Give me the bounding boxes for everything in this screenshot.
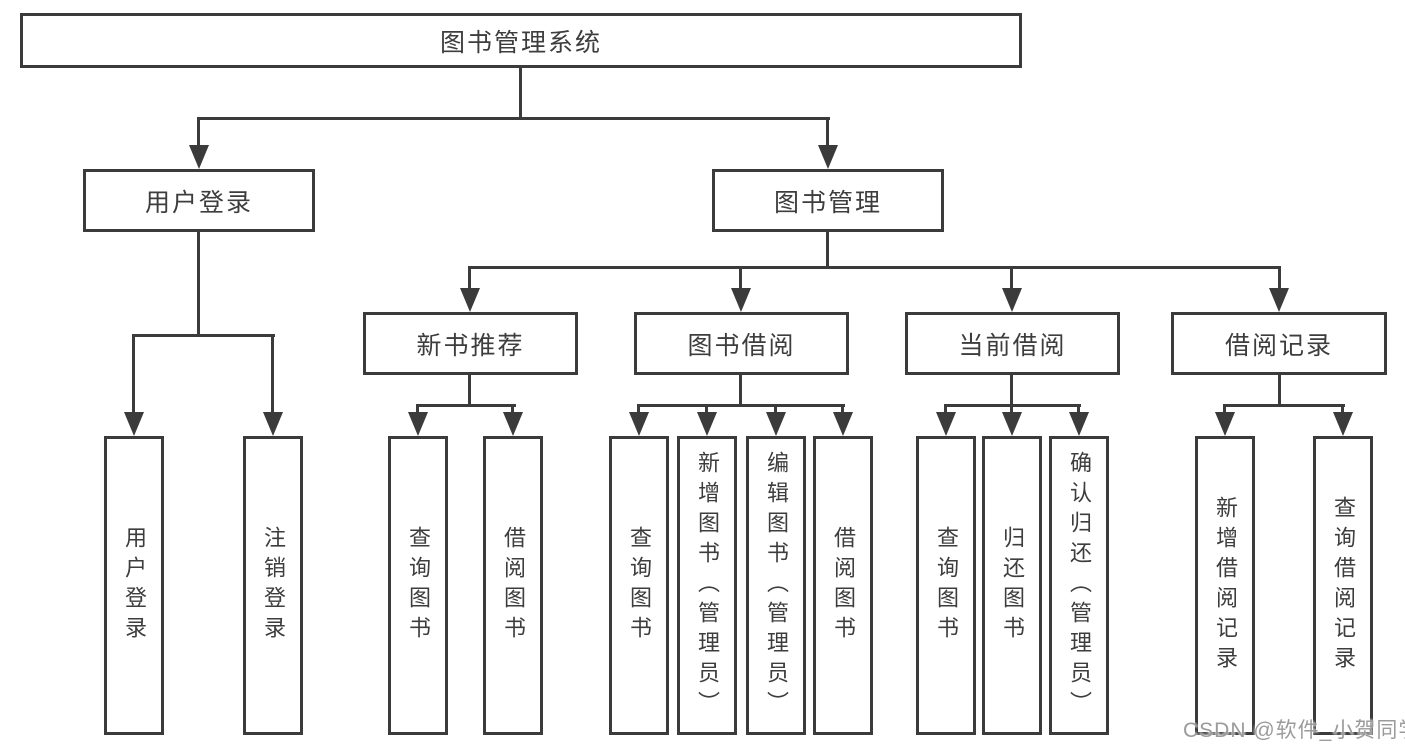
connector-line: [826, 117, 829, 149]
arrow-down-icon: [697, 412, 717, 436]
leaf-label: 新增借阅记录: [1213, 495, 1238, 676]
watermark: CSDN @软件_小贺同学: [1183, 719, 1405, 742]
leaf-label: 借阅图书: [831, 525, 856, 646]
connector-line: [637, 404, 640, 416]
connector-line: [826, 230, 829, 269]
connector-line: [1278, 266, 1281, 292]
arrow-down-icon: [731, 288, 751, 312]
arrow-down-icon: [1069, 412, 1089, 436]
leaf-label: 查询图书: [406, 525, 431, 646]
arrow-down-icon: [629, 412, 649, 436]
connector-line: [739, 373, 742, 407]
arrow-down-icon: [1002, 288, 1022, 312]
connector-line: [1010, 373, 1013, 407]
node-book-management: 图书管理: [712, 169, 944, 232]
arrow-down-icon: [503, 412, 523, 436]
leaf-borrow-books-recommend: 借阅图书: [483, 436, 543, 735]
connector-line: [1077, 404, 1080, 416]
arrow-down-icon: [263, 412, 283, 436]
connector-line: [197, 230, 200, 337]
leaf-label: 归还图书: [1000, 525, 1025, 646]
arrow-down-icon: [124, 412, 144, 436]
leaf-label: 注销登录: [261, 525, 286, 646]
node-label: 图书借阅: [687, 331, 796, 360]
node-user-login: 用户登录: [83, 169, 315, 232]
arrow-down-icon: [1002, 412, 1022, 436]
arrow-down-icon: [1333, 412, 1353, 436]
connector-line: [416, 404, 419, 416]
leaf-label: 查询图书: [934, 525, 959, 646]
arrow-down-icon: [460, 288, 480, 312]
connector-line: [197, 117, 200, 149]
node-label: 当前借阅: [958, 331, 1067, 360]
connector-line: [1010, 404, 1013, 416]
arrow-down-icon: [833, 412, 853, 436]
arrow-down-icon: [1269, 288, 1289, 312]
leaf-label: 新增图书（管理员）: [695, 450, 720, 721]
connector-line: [774, 404, 777, 416]
leaf-confirm-return-admin: 确认归还（管理员）: [1049, 436, 1109, 735]
node-current-borrowing: 当前借阅: [905, 312, 1120, 375]
node-library-management-system: 图书管理系统: [20, 13, 1022, 68]
node-label: 新书推荐: [416, 331, 525, 360]
connector-line: [841, 404, 844, 416]
connector-line: [271, 334, 274, 416]
leaf-query-books-recommend: 查询图书: [388, 436, 448, 735]
connector-line: [468, 373, 471, 407]
leaf-add-borrow-record: 新增借阅记录: [1195, 436, 1255, 735]
leaf-add-book-admin: 新增图书（管理员）: [677, 436, 737, 735]
connector-line: [519, 67, 522, 120]
leaf-logout: 注销登录: [243, 436, 303, 735]
connector-line: [416, 404, 516, 407]
leaf-query-books-borrow: 查询图书: [609, 436, 669, 735]
leaf-edit-book-admin: 编辑图书（管理员）: [746, 436, 806, 735]
node-label: 用户登录: [144, 188, 253, 217]
connector-line: [1278, 373, 1281, 407]
leaf-label: 用户登录: [122, 525, 147, 646]
leaf-label: 查询图书: [627, 525, 652, 646]
node-new-book-recommend: 新书推荐: [363, 312, 578, 375]
connector-line: [511, 404, 514, 416]
leaf-return-book: 归还图书: [982, 436, 1042, 735]
connector-line: [637, 404, 845, 407]
node-label: 借阅记录: [1224, 331, 1333, 360]
leaf-user-login: 用户登录: [104, 436, 164, 735]
leaf-label: 借阅图书: [501, 525, 526, 646]
node-borrowing-records: 借阅记录: [1171, 312, 1387, 375]
connector-line: [1223, 404, 1345, 407]
node-label: 图书管理: [773, 188, 882, 217]
connector-line: [1010, 266, 1013, 292]
leaf-label: 编辑图书（管理员）: [764, 450, 789, 721]
connector-line: [468, 266, 1281, 269]
arrow-down-icon: [936, 412, 956, 436]
arrow-down-icon: [408, 412, 428, 436]
connector-line: [1223, 404, 1226, 416]
connector-line: [132, 334, 135, 416]
connector-line: [197, 117, 830, 120]
connector-line: [739, 266, 742, 292]
connector-line: [705, 404, 708, 416]
node-label: 图书管理系统: [439, 28, 602, 57]
leaf-label: 确认归还（管理员）: [1067, 450, 1092, 721]
arrow-down-icon: [818, 145, 838, 169]
arrow-down-icon: [1215, 412, 1235, 436]
leaf-query-books-current: 查询图书: [916, 436, 976, 735]
arrow-down-icon: [189, 145, 209, 169]
connector-line: [944, 404, 947, 416]
connector-line: [1341, 404, 1344, 416]
leaf-label: 查询借阅记录: [1331, 495, 1356, 676]
connector-line: [132, 334, 275, 337]
leaf-query-borrow-record: 查询借阅记录: [1313, 436, 1373, 735]
leaf-borrow-books: 借阅图书: [813, 436, 873, 735]
connector-line: [468, 266, 471, 292]
arrow-down-icon: [766, 412, 786, 436]
node-book-borrowing: 图书借阅: [634, 312, 849, 375]
